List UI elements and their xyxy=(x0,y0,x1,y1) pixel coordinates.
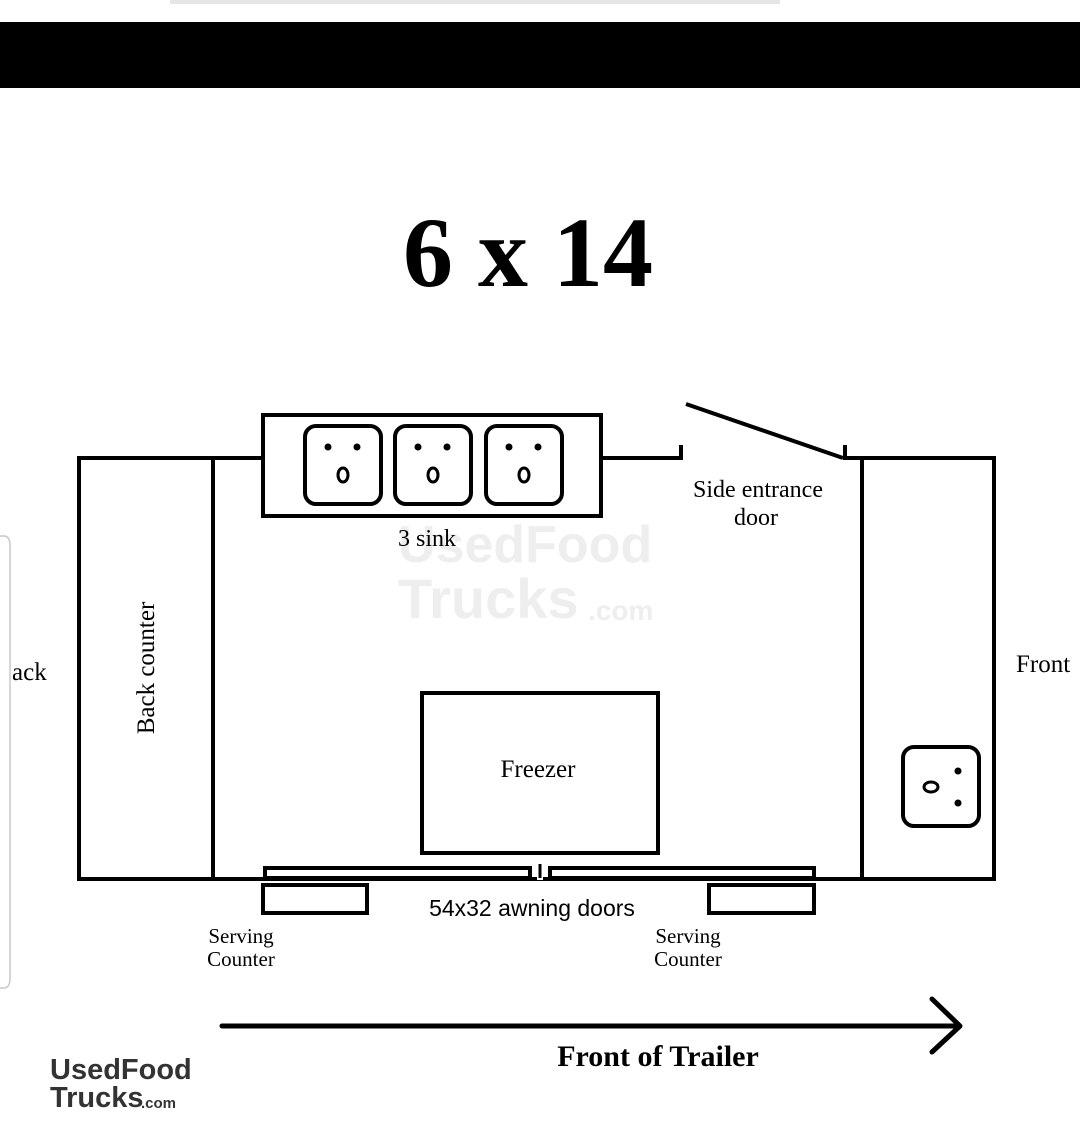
top-light-bar xyxy=(170,0,780,4)
front-sink xyxy=(901,745,981,828)
sink-basin-2 xyxy=(393,424,473,506)
watermark: UsedFood Trucks .com xyxy=(398,516,653,630)
freezer-box xyxy=(420,691,660,855)
front-of-trailer-label: Front of Trailer xyxy=(557,1040,759,1073)
sink-basin-1 xyxy=(303,424,383,506)
awning-door-left xyxy=(263,866,532,880)
serving-left-label-line1: Serving xyxy=(208,924,274,948)
awning-doors xyxy=(263,866,816,880)
side-entrance-label-line2: door xyxy=(734,505,778,531)
sink-label: 3 sink xyxy=(398,526,456,552)
sink-counter xyxy=(261,413,603,518)
watermark-suffix: .com xyxy=(588,595,653,626)
side-entrance-door xyxy=(685,402,844,460)
logo-line2: Trucks xyxy=(50,1082,144,1114)
serving-right-label-line1: Serving xyxy=(655,924,721,948)
serving-counter-left xyxy=(261,883,369,915)
side-panel-edge xyxy=(0,535,11,989)
diagram-title: 6 x 14 xyxy=(403,197,653,308)
logo-suffix: .com xyxy=(141,1095,176,1112)
freezer-label: Freezer xyxy=(501,756,577,783)
three-sink-unit xyxy=(261,413,603,518)
back-counter-label: Back counter xyxy=(133,601,160,734)
back-label-partial: ack xyxy=(12,659,47,686)
serving-right-label-line2: Counter xyxy=(654,947,722,971)
logo-line1: UsedFood xyxy=(50,1054,192,1086)
trailer-outline xyxy=(77,445,996,881)
awning-doors-label: 54x32 awning doors xyxy=(429,895,635,921)
serving-counter-right xyxy=(707,883,816,915)
watermark-line2: Trucks xyxy=(398,567,579,630)
front-label-partial: Front xyxy=(1016,651,1070,678)
sink-basin-3 xyxy=(484,424,564,506)
watermark-line1: UsedFood xyxy=(398,516,652,574)
awning-door-right xyxy=(548,866,816,880)
top-black-bar xyxy=(0,22,1080,88)
side-entrance-label-line1: Side entrance xyxy=(693,477,823,503)
brand-logo: UsedFood Trucks .com xyxy=(50,1054,192,1114)
serving-left-label-line2: Counter xyxy=(207,947,275,971)
front-direction-arrow xyxy=(219,996,963,1055)
